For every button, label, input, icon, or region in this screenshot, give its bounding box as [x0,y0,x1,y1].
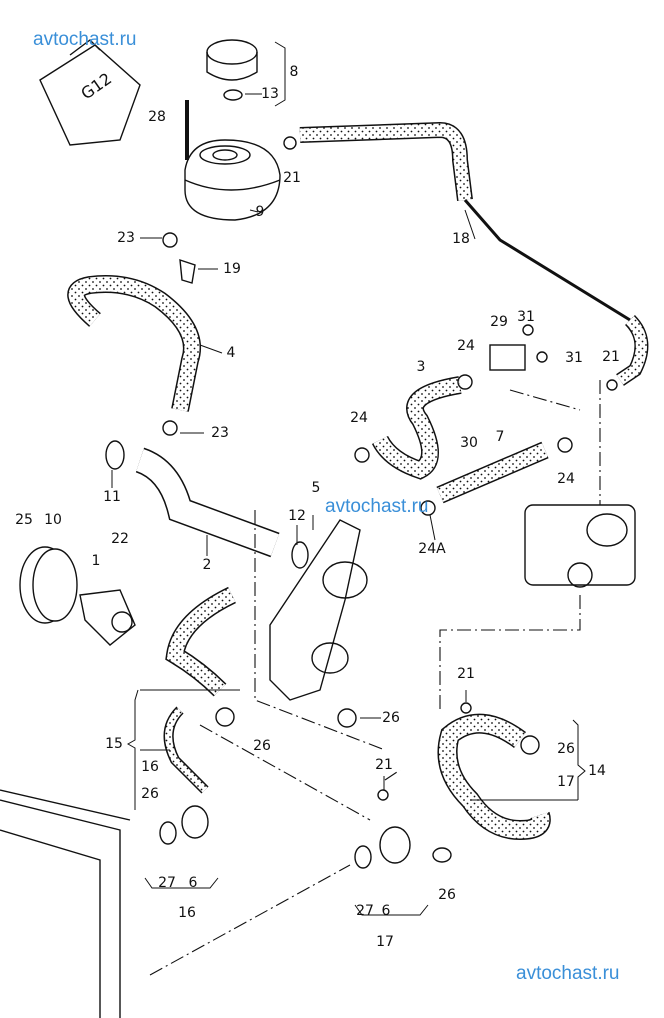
valve-29 [489,324,548,371]
radiator [0,789,131,1018]
part-label: 26 [253,738,271,754]
part-label: 24 [350,410,368,426]
hose-clamps [162,136,618,801]
part-label: 27 [158,875,176,891]
part-label: 21 [375,757,393,773]
expansion-tank [184,139,281,221]
throttle-body [524,504,636,588]
part-label: 27 [356,903,374,919]
part-label: 1 [91,553,101,569]
part-label: 2 [202,557,212,573]
flange-16 [159,805,209,845]
part-label: 8 [289,64,299,80]
part-label: 31 [517,309,535,325]
part-label: 21 [602,349,620,365]
part-label: 18 [452,231,470,247]
part-label: 23 [117,230,135,246]
part-label: 31 [565,350,583,366]
water-pump-1 [79,589,136,646]
part-label: 26 [438,887,456,903]
flange-17 [354,826,452,869]
part-label: 21 [283,170,301,186]
part-label: 28 [148,109,166,125]
watermark-bottom: avtochast.ru [516,963,620,984]
part-label: 25 [15,512,33,528]
part-label: 13 [261,86,279,102]
part-label: 3 [416,359,426,375]
part-label: 24 [557,471,575,487]
part-label: 26 [141,786,159,802]
part-label: 16 [178,905,196,921]
part-label: 29 [490,314,508,330]
reservoir-cap [206,39,258,101]
part-label: 24A [418,541,446,557]
part-label: 19 [223,261,241,277]
part-label: 12 [288,508,306,524]
part-label: 22 [111,531,129,547]
pulley-10 [19,546,78,624]
thermostat-housing [269,519,368,701]
label-leaders [111,41,586,916]
part-label: 6 [188,875,198,891]
part-label: 26 [382,710,400,726]
dash-dot-leaders [149,380,601,976]
part-label: 4 [226,345,236,361]
part-label: 6 [381,903,391,919]
part-label: 26 [557,741,575,757]
part-label: 16 [141,759,159,775]
part-label: 30 [460,435,478,451]
watermark-middle: avtochast.ru [325,496,429,517]
pipe-18 [463,199,631,322]
part-label: 9 [255,204,265,220]
part-label: 5 [311,480,321,496]
watermark-top: avtochast.ru [33,29,137,50]
part-label: 10 [44,512,62,528]
part-label: 14 [588,763,606,779]
part-label: 11 [103,489,121,505]
part-label: 7 [495,429,505,445]
part-label: 17 [557,774,575,790]
part-label: 23 [211,425,229,441]
part-label: 17 [376,934,394,950]
part-label: 21 [457,666,475,682]
part-label: 15 [105,736,123,752]
coolant-canister [39,39,141,146]
part-label: 24 [457,338,475,354]
